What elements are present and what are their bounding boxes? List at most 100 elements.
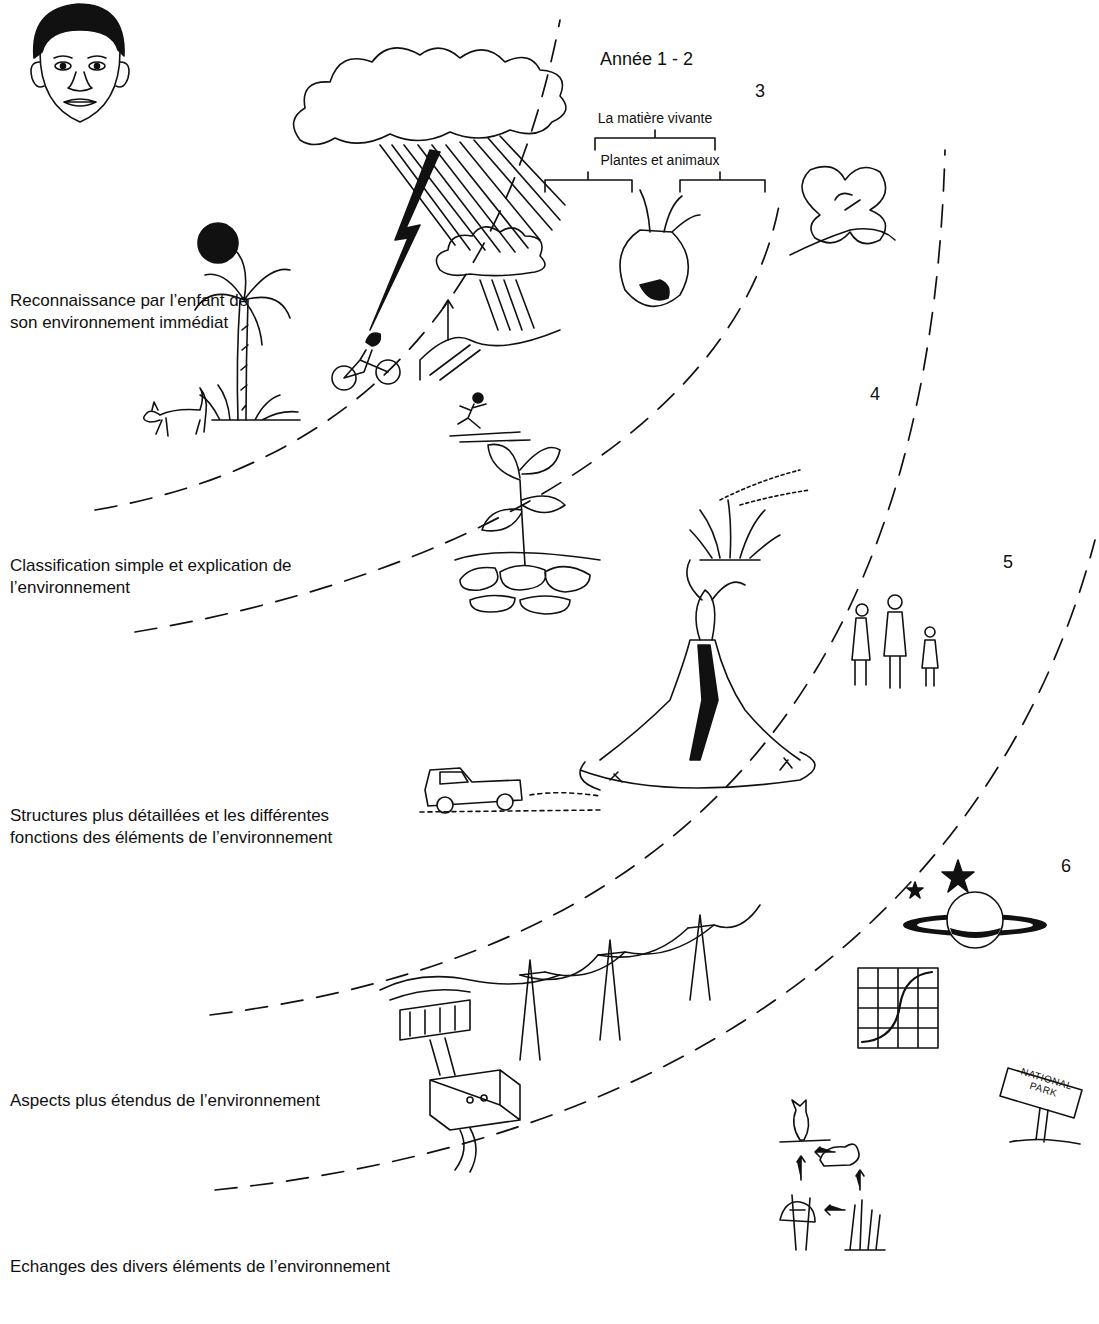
volcano-island-part	[690, 645, 718, 760]
family-part	[852, 618, 870, 685]
bush-part	[690, 500, 780, 560]
volcano-island-part	[687, 560, 745, 640]
food-chain-part	[820, 1144, 859, 1166]
child-face-part	[34, 4, 124, 58]
bush-part	[720, 470, 810, 505]
growth-graph	[858, 968, 938, 1048]
food-chain-part	[792, 1195, 810, 1250]
runner-part	[450, 432, 530, 442]
stage-description: Echanges des divers éléments de l’enviro…	[10, 1256, 570, 1278]
dam-part	[410, 1006, 455, 1036]
category-label: La matière vivante	[585, 110, 725, 128]
stage-description: Structures plus détaillées et les différ…	[10, 805, 360, 849]
sign-text: NATIONAL PARK	[1005, 1063, 1086, 1106]
plant-on-rocks-part	[455, 553, 600, 561]
truck-part	[420, 793, 600, 812]
volcano-island-part	[580, 752, 815, 790]
truck	[420, 768, 600, 813]
food-chain-part	[825, 1205, 845, 1215]
storm-cloud	[294, 48, 566, 330]
dog-part	[144, 388, 207, 436]
flower-part	[835, 193, 860, 210]
bush	[690, 470, 810, 560]
family-part	[888, 595, 902, 609]
volcano-island	[580, 560, 815, 790]
child-face-part	[61, 64, 66, 69]
child-face-part	[54, 56, 106, 58]
power-lines	[520, 905, 760, 1060]
child-face-part	[95, 64, 100, 69]
child-face-part	[55, 62, 71, 70]
growth-graph-part	[858, 968, 938, 1048]
family-part	[922, 640, 938, 686]
water-cycle-part	[480, 280, 534, 330]
food-chain-part	[797, 1156, 805, 1180]
storm-cloud-part	[294, 48, 566, 145]
power-station-part	[455, 1128, 476, 1172]
planet-part	[907, 882, 923, 898]
child-face-part	[31, 62, 129, 87]
truck-part	[497, 794, 513, 810]
classification-bracket-part	[595, 130, 715, 150]
volcano-island-part	[600, 640, 800, 760]
food-chain-part	[815, 1147, 835, 1157]
power-station	[430, 1070, 520, 1172]
family-part	[925, 627, 935, 637]
power-lines-part	[520, 905, 760, 980]
plant-on-rocks-part	[460, 565, 590, 614]
classification-bracket	[545, 130, 765, 192]
child-face-part	[68, 72, 92, 91]
heart-organ	[620, 190, 700, 306]
flower	[790, 167, 895, 255]
bicycle-part	[344, 350, 388, 378]
heart-organ-part	[620, 230, 688, 306]
food-chain-part	[845, 1200, 885, 1250]
power-station-part	[430, 1070, 520, 1130]
band-boundary-part	[215, 540, 1095, 1190]
power-station-part	[481, 1095, 487, 1101]
power-lines-part	[520, 960, 545, 1060]
food-chain-part	[780, 1140, 830, 1142]
dam-part	[430, 1038, 455, 1075]
band-boundary	[95, 20, 1095, 1190]
water-cycle	[420, 227, 560, 380]
flower-part	[802, 167, 886, 244]
family	[852, 595, 938, 688]
child-face-part	[40, 52, 120, 122]
truck-part	[440, 772, 468, 784]
bicycle	[332, 333, 400, 390]
moon-part	[198, 223, 238, 263]
child-face-part	[89, 62, 105, 70]
child-face	[31, 4, 129, 122]
plant-on-rocks-part	[482, 444, 565, 565]
stage-description: Aspects plus étendus de l’environnement	[10, 1090, 430, 1112]
band-boundary-part	[210, 150, 945, 1015]
child-face-part	[64, 99, 96, 106]
classification-bracket-part	[545, 172, 632, 192]
palm-tree-part	[200, 385, 300, 420]
family-part	[884, 612, 906, 688]
moon	[198, 223, 242, 263]
food-chain-part	[856, 1170, 864, 1190]
runner	[450, 393, 530, 442]
bicycle-part	[366, 333, 380, 346]
planet	[903, 860, 1047, 948]
power-station-part	[467, 1097, 473, 1103]
storm-cloud-part	[370, 150, 440, 330]
food-chain-part	[792, 1100, 809, 1140]
food-chain	[780, 1100, 885, 1250]
runner-part	[458, 404, 486, 428]
volcano-island-part	[610, 758, 792, 782]
plant-on-rocks	[455, 444, 600, 614]
planet-part	[942, 860, 974, 892]
flower-part	[790, 229, 895, 255]
band-boundary-part	[95, 20, 560, 510]
water-cycle-part	[443, 300, 453, 340]
water-cycle-part	[436, 227, 545, 276]
classification-bracket-part	[680, 172, 765, 192]
planet-part	[950, 928, 1001, 938]
band-number: 4	[870, 383, 894, 406]
water-cycle-part	[420, 330, 560, 380]
runner-part	[473, 393, 483, 403]
